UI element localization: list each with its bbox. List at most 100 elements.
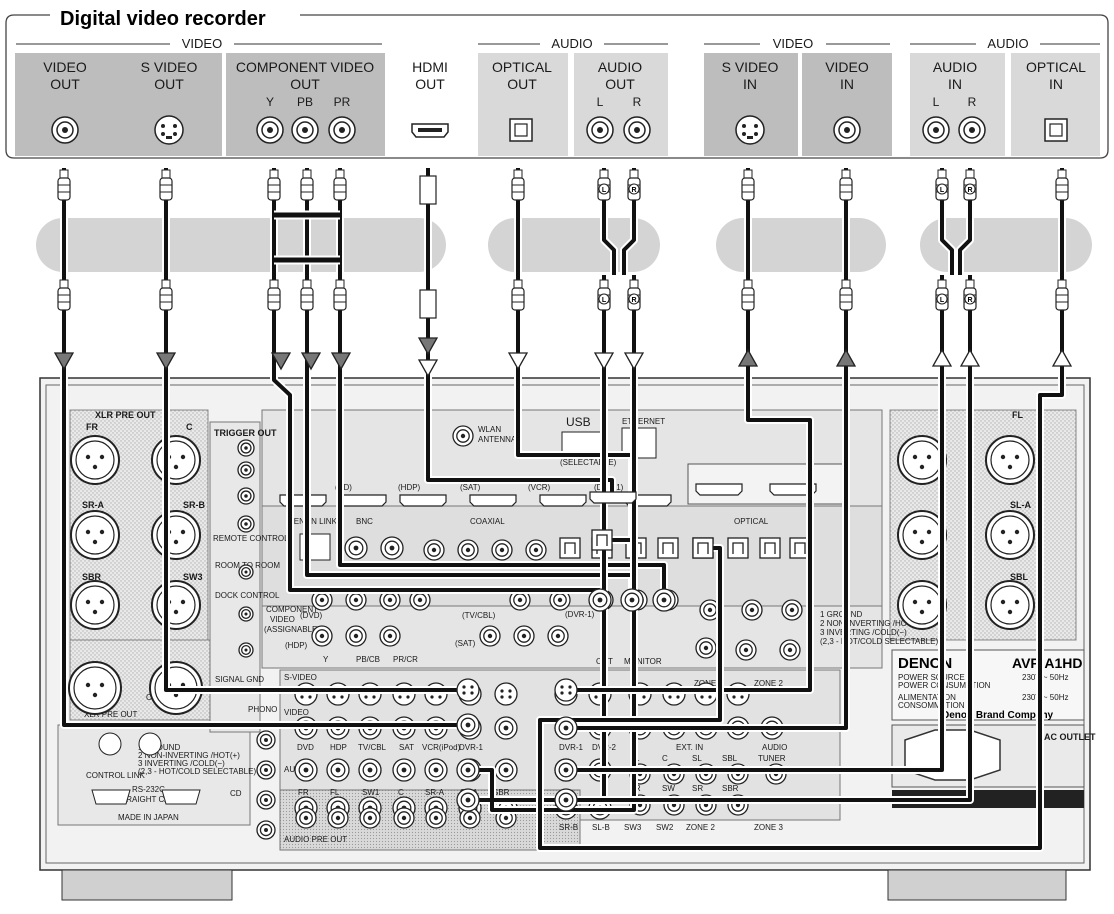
pre-out-jack-3 (359, 807, 381, 829)
company-name: Denon Brand Company (942, 710, 1054, 721)
arrow-audio-out-l (593, 352, 615, 371)
target-jack-audio-out-l-dvr1 (554, 758, 578, 782)
plug-audio-in-l-top: L (935, 169, 949, 201)
label-in-sat: SAT (399, 743, 414, 752)
component-extra-jack (238, 642, 254, 658)
label-prcr: PR/CR (393, 655, 418, 664)
label-ethernet: ETHERNET (622, 417, 665, 426)
label-power-source: POWER SOURCE (898, 673, 965, 682)
plug-component-y-bottom (267, 279, 281, 311)
svg-text:R: R (631, 187, 636, 194)
label-fr: FR (86, 422, 98, 432)
target-jack-svideo-dvr1 (456, 678, 480, 702)
jack-label-s-video-in: S VIDEO (722, 59, 779, 75)
plug-video-out-bottom (57, 279, 71, 311)
arrow-svideo-in (737, 348, 759, 367)
target-jack-audio-r-dvr1 (456, 788, 480, 812)
component-jack-top-12 (781, 599, 803, 621)
jack-sub-y: Y (266, 95, 274, 109)
arrow-component-pr (330, 352, 352, 371)
target-hdmi-in-dvr1 (589, 491, 637, 504)
target-jack-component-y (588, 588, 612, 612)
trigger-jack-1 (237, 439, 255, 457)
label-pin-note-3: 3 INVERTING /COLD(−) (138, 759, 225, 768)
target-jack-audio-l-dvr1 (456, 758, 480, 782)
label-wlan: WLAN (478, 425, 501, 434)
label-in-hdp: HDP (330, 743, 347, 752)
audio-in-l-2 (326, 758, 350, 782)
plug-video-out-top (57, 169, 71, 201)
plug-component-pb-top (300, 169, 314, 201)
svideo-in-7 (494, 682, 518, 706)
plug-audio-in-r-bottom: R (963, 279, 977, 311)
jack-label-video-in: VIDEO (825, 59, 869, 75)
label-pbcb: PB/CB (356, 655, 380, 664)
label-voltage: 230V ~ 50Hz (1022, 673, 1068, 682)
svg-text:L: L (940, 187, 945, 194)
label-hdmi-4: (VCR) (528, 483, 551, 492)
label-sw-ext: SW (662, 784, 675, 793)
label-pin-note-2: 2 NON-INVERTING /HOT(+) (138, 751, 240, 760)
arrow-audio-in-l (931, 348, 953, 367)
plug-audio-in-r-top: R (963, 169, 977, 201)
label-component: COMPONENT (266, 605, 318, 614)
jack-sub-l-out: L (597, 95, 604, 109)
plug-video-in-top (839, 169, 853, 201)
optical-jack-in (1044, 118, 1068, 142)
coaxial-jack-3 (491, 539, 513, 561)
jack-label-s-video-out: S VIDEO (141, 59, 198, 75)
audio-in-l-5 (424, 758, 448, 782)
group-label-audio-out: AUDIO (551, 36, 592, 51)
label-antenna: ANTENNA (478, 435, 517, 444)
component-jack-top-3 (379, 589, 401, 611)
optical-in-1 (559, 537, 581, 559)
trigger-jack-3 (237, 487, 255, 505)
label-dvr-1: DVR-1 (459, 743, 484, 752)
label-dvr1-paren: (DVR-1) (565, 610, 595, 619)
xlr-fl (985, 435, 1035, 485)
component-jack-top-5 (509, 589, 531, 611)
component-jack-top-2 (345, 589, 367, 611)
label-sr-a: SR-A (82, 500, 104, 510)
hdmi-monitor-out-1 (695, 483, 743, 496)
rca-jack-y-out (256, 116, 284, 144)
room-to-room-jack (238, 564, 254, 580)
plug-audio-out-l-bottom: L (597, 279, 611, 311)
label-sbr: SBR (82, 572, 102, 582)
label-pin-note-r4: (2,3 - HOT/COLD SELECTABLE) (820, 637, 938, 646)
rs232c-port-1 (91, 789, 131, 805)
plug-audio-out-r-top: R (627, 169, 641, 201)
rca-jack-l-out (586, 116, 614, 144)
label-video-word: VIDEO (270, 615, 295, 624)
audio-in-l-1 (294, 758, 318, 782)
label-signal-gnd: SIGNAL GND (215, 675, 264, 684)
plug-optical-out-bottom (511, 279, 525, 311)
target-jack-svideo-out-dvr1 (554, 678, 578, 702)
label-sr-ext: SR (692, 784, 703, 793)
bnc-jack-2 (380, 536, 404, 560)
phono-jack-r (256, 760, 276, 780)
jack-label-component-out: COMPONENT VIDEO (236, 59, 374, 75)
group-label-video-in: VIDEO (773, 36, 813, 51)
jack-label-component-out-2: OUT (290, 76, 320, 92)
svg-text:L: L (602, 297, 607, 304)
plug-optical-in-top (1055, 169, 1069, 201)
label-zone2-c: ZONE 2 (686, 823, 715, 832)
jack-label-video-out-2: OUT (50, 76, 80, 92)
coaxial-jack-4 (525, 539, 547, 561)
target-optical-out-dvr1 (692, 537, 714, 559)
target-jack-audio-out-r-dvr1 (554, 788, 578, 812)
label-sbr-ext: SBR (722, 784, 739, 793)
label-dvr-1-out: DVR-1 (559, 743, 584, 752)
label-hdmi-3: (SAT) (460, 483, 481, 492)
target-jack-video-dvr1 (456, 713, 480, 737)
jack-sub-pr: PR (334, 95, 351, 109)
label-phono: PHONO (248, 705, 277, 714)
svg-text:L: L (940, 297, 945, 304)
xlr-sr-a (70, 510, 120, 560)
hdmi-in-2 (339, 494, 387, 507)
label-optical: OPTICAL (734, 517, 769, 526)
